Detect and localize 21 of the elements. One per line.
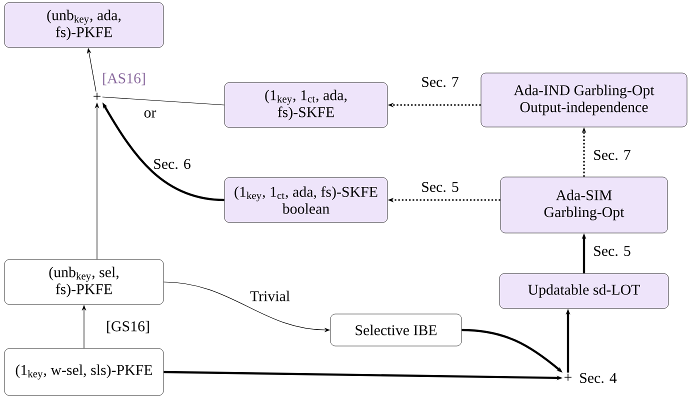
process-box: (1$_{key}$, w-sel, sls)-PKFE bbox=[4, 348, 164, 396]
annotation-text: or bbox=[144, 110, 156, 118]
edge-label: Trivial bbox=[248, 290, 292, 302]
edge-label: Sec. 6 bbox=[152, 158, 192, 170]
process-box: (1$_{key}$, 1$_{ct}$, ada, fs)-SKFE boolean bbox=[224, 177, 388, 223]
plus-sign: + bbox=[564, 374, 572, 381]
process-box: Ada-SIM Garbling-Opt bbox=[500, 176, 668, 234]
edge-label: Sec. 7 bbox=[420, 76, 460, 88]
edge-label: Sec. 7 bbox=[592, 148, 632, 162]
edge-label: Sec. 5 bbox=[592, 244, 632, 258]
process-box: Selective IBE bbox=[330, 314, 462, 346]
plus-sign: + bbox=[94, 92, 100, 100]
process-box: Updatable sd-LOT bbox=[499, 273, 669, 309]
section-label: Sec. 4 bbox=[580, 372, 617, 384]
edge-label: [GS16] bbox=[105, 320, 151, 334]
citation-label: [AS16] bbox=[103, 72, 145, 86]
process-box: (unb$_{key}$, ada, fs)-PKFE bbox=[4, 2, 164, 48]
process-box: (unb$_{key}$, sel, fs)-PKFE bbox=[4, 259, 164, 305]
process-box: (1$_{key}$, 1$_{ct}$, ada, fs)-SKFE bbox=[224, 82, 388, 128]
process-box: Ada-IND Garbling-Opt Output-independence bbox=[480, 72, 688, 128]
edge-label: Sec. 5 bbox=[420, 180, 460, 194]
